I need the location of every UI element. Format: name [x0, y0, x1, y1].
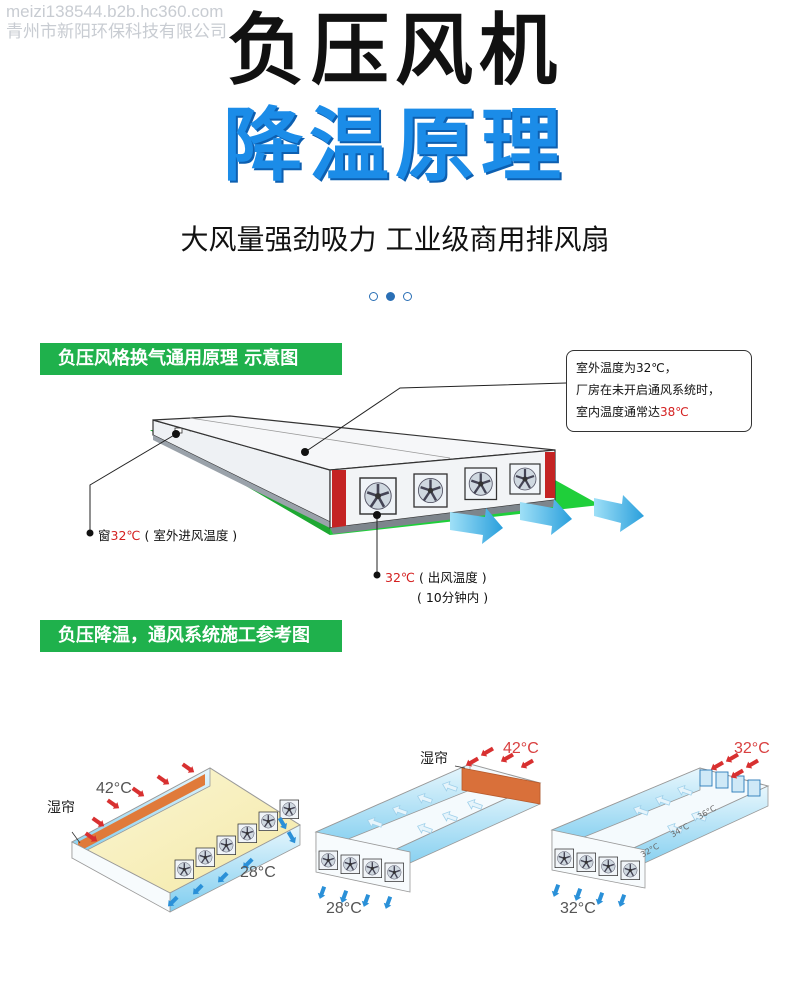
callout-line-3-prefix: 室内温度通常达 — [576, 405, 661, 419]
window-inlet-label: 窗32℃( 室外进风温度 ) — [98, 525, 237, 544]
page-title-accent: 降温原理 — [223, 99, 567, 192]
temperature-callout: 室外温度为32℃， 厂房在未开启通风系统时， 室内温度通常达38℃ — [566, 350, 752, 432]
outlet-time-label: ( 10分钟内 ) — [417, 590, 489, 605]
carousel-dot[interactable] — [369, 292, 378, 301]
window-label-suffix: ( 室外进风温度 ) — [144, 528, 238, 543]
barn-illustration — [150, 415, 600, 535]
page-title: 负压风机 — [226, 6, 563, 96]
outlet-temp-label: 32℃( 出风温度 ) — [385, 567, 487, 586]
callout-line-1: 室外温度为32℃， — [576, 361, 677, 375]
diagram1-outlet-temp: 28°C — [240, 864, 276, 881]
leader-lines — [86, 382, 567, 579]
ventilation-diagram-2 — [314, 745, 542, 911]
callout-indoor-temp: 38℃ — [660, 405, 689, 419]
curtain-label-2: 湿帘 — [420, 751, 448, 767]
carousel-dots — [365, 286, 416, 305]
outlet-label-suffix: ( 出风温度 ) — [418, 570, 487, 585]
diagram3-outlet-temp: 32°C — [560, 900, 596, 917]
section-banner-principle: 负压风格换气通用原理 示意图 — [40, 343, 342, 375]
diagram3-inlet-temp: 32°C — [734, 740, 770, 757]
watermark-url: meizi138544.b2b.hc360.com — [6, 2, 224, 21]
callout-line-3: 室内温度通常达38℃ — [576, 401, 742, 423]
outlet-temp: 32℃ — [385, 570, 415, 585]
page-subtitle: 大风量强劲吸力 工业级商用排风扇 — [180, 223, 610, 256]
diagram1-inlet-temp: 42°C — [96, 780, 132, 797]
window-inlet-temp: 32℃ — [110, 528, 141, 543]
watermark: meizi138544.b2b.hc360.com 青州市新阳环保科技有限公司 — [6, 2, 227, 42]
carousel-dot[interactable] — [403, 292, 412, 301]
diagram2-outlet-temp: 28°C — [326, 900, 362, 917]
airflow-arrows — [450, 495, 644, 544]
watermark-company: 青州市新阳环保科技有限公司 — [6, 22, 227, 41]
curtain-label-1: 湿帘 — [47, 800, 75, 816]
callout-line-2: 厂房在未开启通风系统时， — [576, 383, 721, 397]
section-banner-construction: 负压降温，通风系统施工参考图 — [40, 620, 342, 652]
carousel-dot-active[interactable] — [386, 292, 395, 301]
ventilation-diagram-3 — [550, 751, 770, 909]
ventilation-diagram-1 — [70, 761, 301, 913]
diagram2-inlet-temp: 42°C — [503, 740, 539, 757]
window-label-prefix: 窗 — [98, 528, 111, 543]
